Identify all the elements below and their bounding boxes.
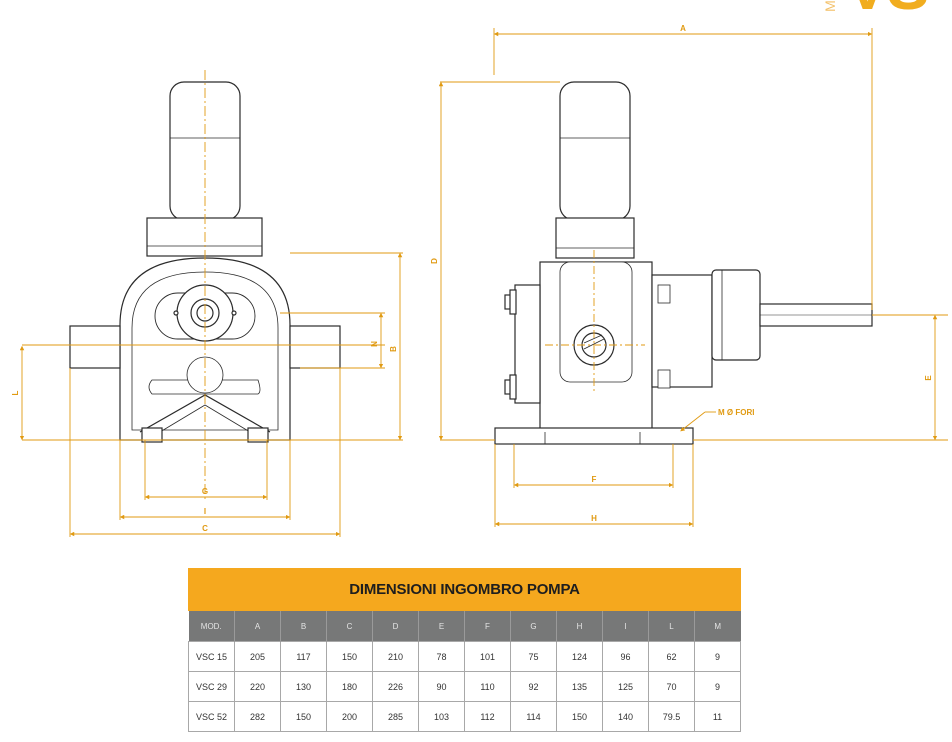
table-row: VSC 29 220 130 180 226 90 110 92 135 125… — [188, 671, 741, 702]
dim-label-l: L — [11, 390, 20, 395]
table-cell: 79.5 — [648, 701, 695, 732]
table-cell: 210 — [372, 641, 419, 672]
table-cell: 112 — [464, 701, 511, 732]
table-cell: VSC 15 — [188, 641, 235, 672]
col-header: H — [556, 611, 603, 642]
table-cell: 78 — [418, 641, 465, 672]
table-cell: 114 — [510, 701, 557, 732]
table-cell: VSC 52 — [188, 701, 235, 732]
table-cell: 150 — [556, 701, 603, 732]
table-cell: 92 — [510, 671, 557, 702]
table-cell: 180 — [326, 671, 373, 702]
brand-logo: M VS — [812, 0, 952, 16]
table-cell: 9 — [694, 641, 741, 672]
dim-label-h: H — [591, 514, 597, 523]
table-header-row: MOD. A B C D E F G H I L M — [188, 611, 741, 642]
table-cell: 205 — [234, 641, 281, 672]
col-header: C — [326, 611, 373, 642]
table-cell: 150 — [326, 641, 373, 672]
col-header: G — [510, 611, 557, 642]
dim-label-e: E — [924, 375, 933, 381]
table-row: VSC 15 205 117 150 210 78 101 75 124 96 … — [188, 641, 741, 672]
brand-big-text: VS — [846, 0, 929, 16]
table-cell: 200 — [326, 701, 373, 732]
table-cell: VSC 29 — [188, 671, 235, 702]
side-view — [494, 81, 873, 445]
table-cell: 9 — [694, 671, 741, 702]
col-header: I — [602, 611, 649, 642]
table-row: VSC 52 282 150 200 285 103 112 114 150 1… — [188, 701, 741, 732]
table-title: DIMENSIONI INGOMBRO POMPA — [188, 568, 741, 611]
col-header: F — [464, 611, 511, 642]
col-header: L — [648, 611, 695, 642]
table-cell: 125 — [602, 671, 649, 702]
holes-note: M Ø FORI — [718, 408, 754, 417]
col-header: MOD. — [188, 611, 235, 642]
dim-label-c: C — [202, 524, 208, 533]
table-cell: 11 — [694, 701, 741, 732]
dim-label-g: G — [202, 487, 208, 496]
dim-label-a: A — [680, 24, 686, 33]
table-cell: 220 — [234, 671, 281, 702]
table-cell: 285 — [372, 701, 419, 732]
technical-drawing: A B N L D E G I C F H M Ø FORI — [11, 24, 948, 537]
col-header: A — [234, 611, 281, 642]
table-cell: 96 — [602, 641, 649, 672]
dim-label-i: I — [204, 507, 206, 516]
table-cell: 282 — [234, 701, 281, 732]
table-cell: 110 — [464, 671, 511, 702]
table-cell: 226 — [372, 671, 419, 702]
table-cell: 130 — [280, 671, 327, 702]
table-cell: 150 — [280, 701, 327, 732]
dim-label-b: B — [389, 346, 398, 352]
dim-label-f: F — [592, 475, 597, 484]
col-header: M — [694, 611, 741, 642]
table-cell: 62 — [648, 641, 695, 672]
table-cell: 90 — [418, 671, 465, 702]
front-view — [69, 81, 341, 443]
col-header: D — [372, 611, 419, 642]
table-cell: 140 — [602, 701, 649, 732]
table-cell: 103 — [418, 701, 465, 732]
table-cell: 101 — [464, 641, 511, 672]
table-cell: 124 — [556, 641, 603, 672]
table-cell: 75 — [510, 641, 557, 672]
dim-label-n: N — [370, 341, 379, 347]
col-header: E — [418, 611, 465, 642]
dim-label-d: D — [430, 258, 439, 264]
table-cell: 135 — [556, 671, 603, 702]
table-cell: 117 — [280, 641, 327, 672]
table-cell: 70 — [648, 671, 695, 702]
col-header: B — [280, 611, 327, 642]
dimensions-table: DIMENSIONI INGOMBRO POMPA MOD. A B C D E… — [188, 568, 741, 732]
